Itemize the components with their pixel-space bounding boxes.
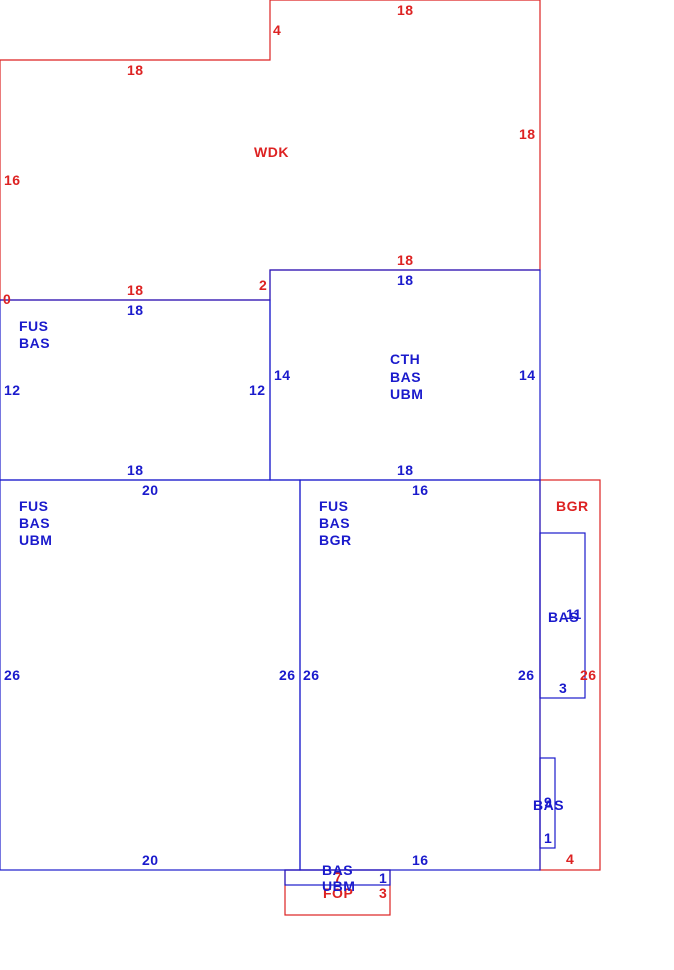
dim-bas2-bottom: 1 <box>544 830 552 846</box>
dim-fus1-top: 18 <box>127 302 144 318</box>
dim-bas1-side: 11 <box>566 606 582 622</box>
cth-label: CTH <box>390 351 420 367</box>
fus-bas-bgr-line2: BAS <box>319 515 350 531</box>
fus-bas-bgr-line1: FUS <box>319 498 349 514</box>
dim-wdk-notch-vertical: 4 <box>273 22 281 38</box>
dim-bas2-side: 9 <box>544 794 552 810</box>
bas-bottom-label: BAS <box>322 862 353 878</box>
cth-ubm-label: UBM <box>390 386 423 402</box>
dim-cth-top: 18 <box>397 272 414 288</box>
fus-bas-ubm-line3: UBM <box>19 532 52 548</box>
dim-wdk-bottom-right: 18 <box>397 252 414 268</box>
dim-fus1-left: 12 <box>4 382 21 398</box>
bas-small-2-label: BAS <box>533 797 564 813</box>
dim-wdk-notch-horizontal: 18 <box>127 62 144 78</box>
bas-small-1-label: BAS <box>548 609 579 625</box>
dim-fus3-bottom: 16 <box>412 852 429 868</box>
bas-small-room-1-outline <box>539 532 586 699</box>
fus-bas-bgr-line3: BGR <box>319 532 352 548</box>
dim-fus2-top: 20 <box>142 482 159 498</box>
dim-fus2-right: 26 <box>279 667 296 683</box>
dim-wdk-step: 2 <box>259 277 267 293</box>
fus-bas-ubm-line2: BAS <box>19 515 50 531</box>
ubm-bottom-label: UBM <box>322 878 355 894</box>
dim-fus3-left: 26 <box>303 667 320 683</box>
dim-wdk-right: 18 <box>519 126 536 142</box>
dim-fus2-left: 26 <box>4 667 21 683</box>
dim-wdk-bottom-left: 18 <box>127 282 144 298</box>
dim-small-right: 1 <box>379 870 387 886</box>
dim-cth-bottom: 18 <box>397 462 414 478</box>
cth-bas-label: BAS <box>390 369 421 385</box>
dim-bgr-right: 26 <box>580 667 597 683</box>
bas-ubm-strip-outline <box>284 869 391 886</box>
dim-fus1-bottom: 18 <box>127 462 144 478</box>
dim-fus3-top: 16 <box>412 482 429 498</box>
dim-wdk-left: 16 <box>4 172 21 188</box>
dim-bas1-bottom: 3 <box>559 680 567 696</box>
fus-bas-1-line2: BAS <box>19 335 50 351</box>
dim-fop-right: 3 <box>379 885 387 901</box>
dim-fus3-right: 26 <box>518 667 535 683</box>
bgr-label: BGR <box>556 498 589 514</box>
dim-fus1-right: 12 <box>249 382 266 398</box>
dim-wdk-zero: 0 <box>3 291 11 307</box>
dim-bgr-bottom: 4 <box>566 851 574 867</box>
dim-fop-top: 7 <box>334 869 342 885</box>
dim-wdk-top: 18 <box>397 2 414 18</box>
wdk-label: WDK <box>254 144 289 160</box>
fop-label: FOP <box>323 885 353 901</box>
dim-cth-left: 14 <box>274 367 291 383</box>
dim-fus2-bottom: 20 <box>142 852 159 868</box>
bas-small-room-2-outline <box>539 757 556 849</box>
fus-bas-1-line1: FUS <box>19 318 49 334</box>
fus-bas-ubm-line1: FUS <box>19 498 49 514</box>
dim-cth-right: 14 <box>519 367 536 383</box>
